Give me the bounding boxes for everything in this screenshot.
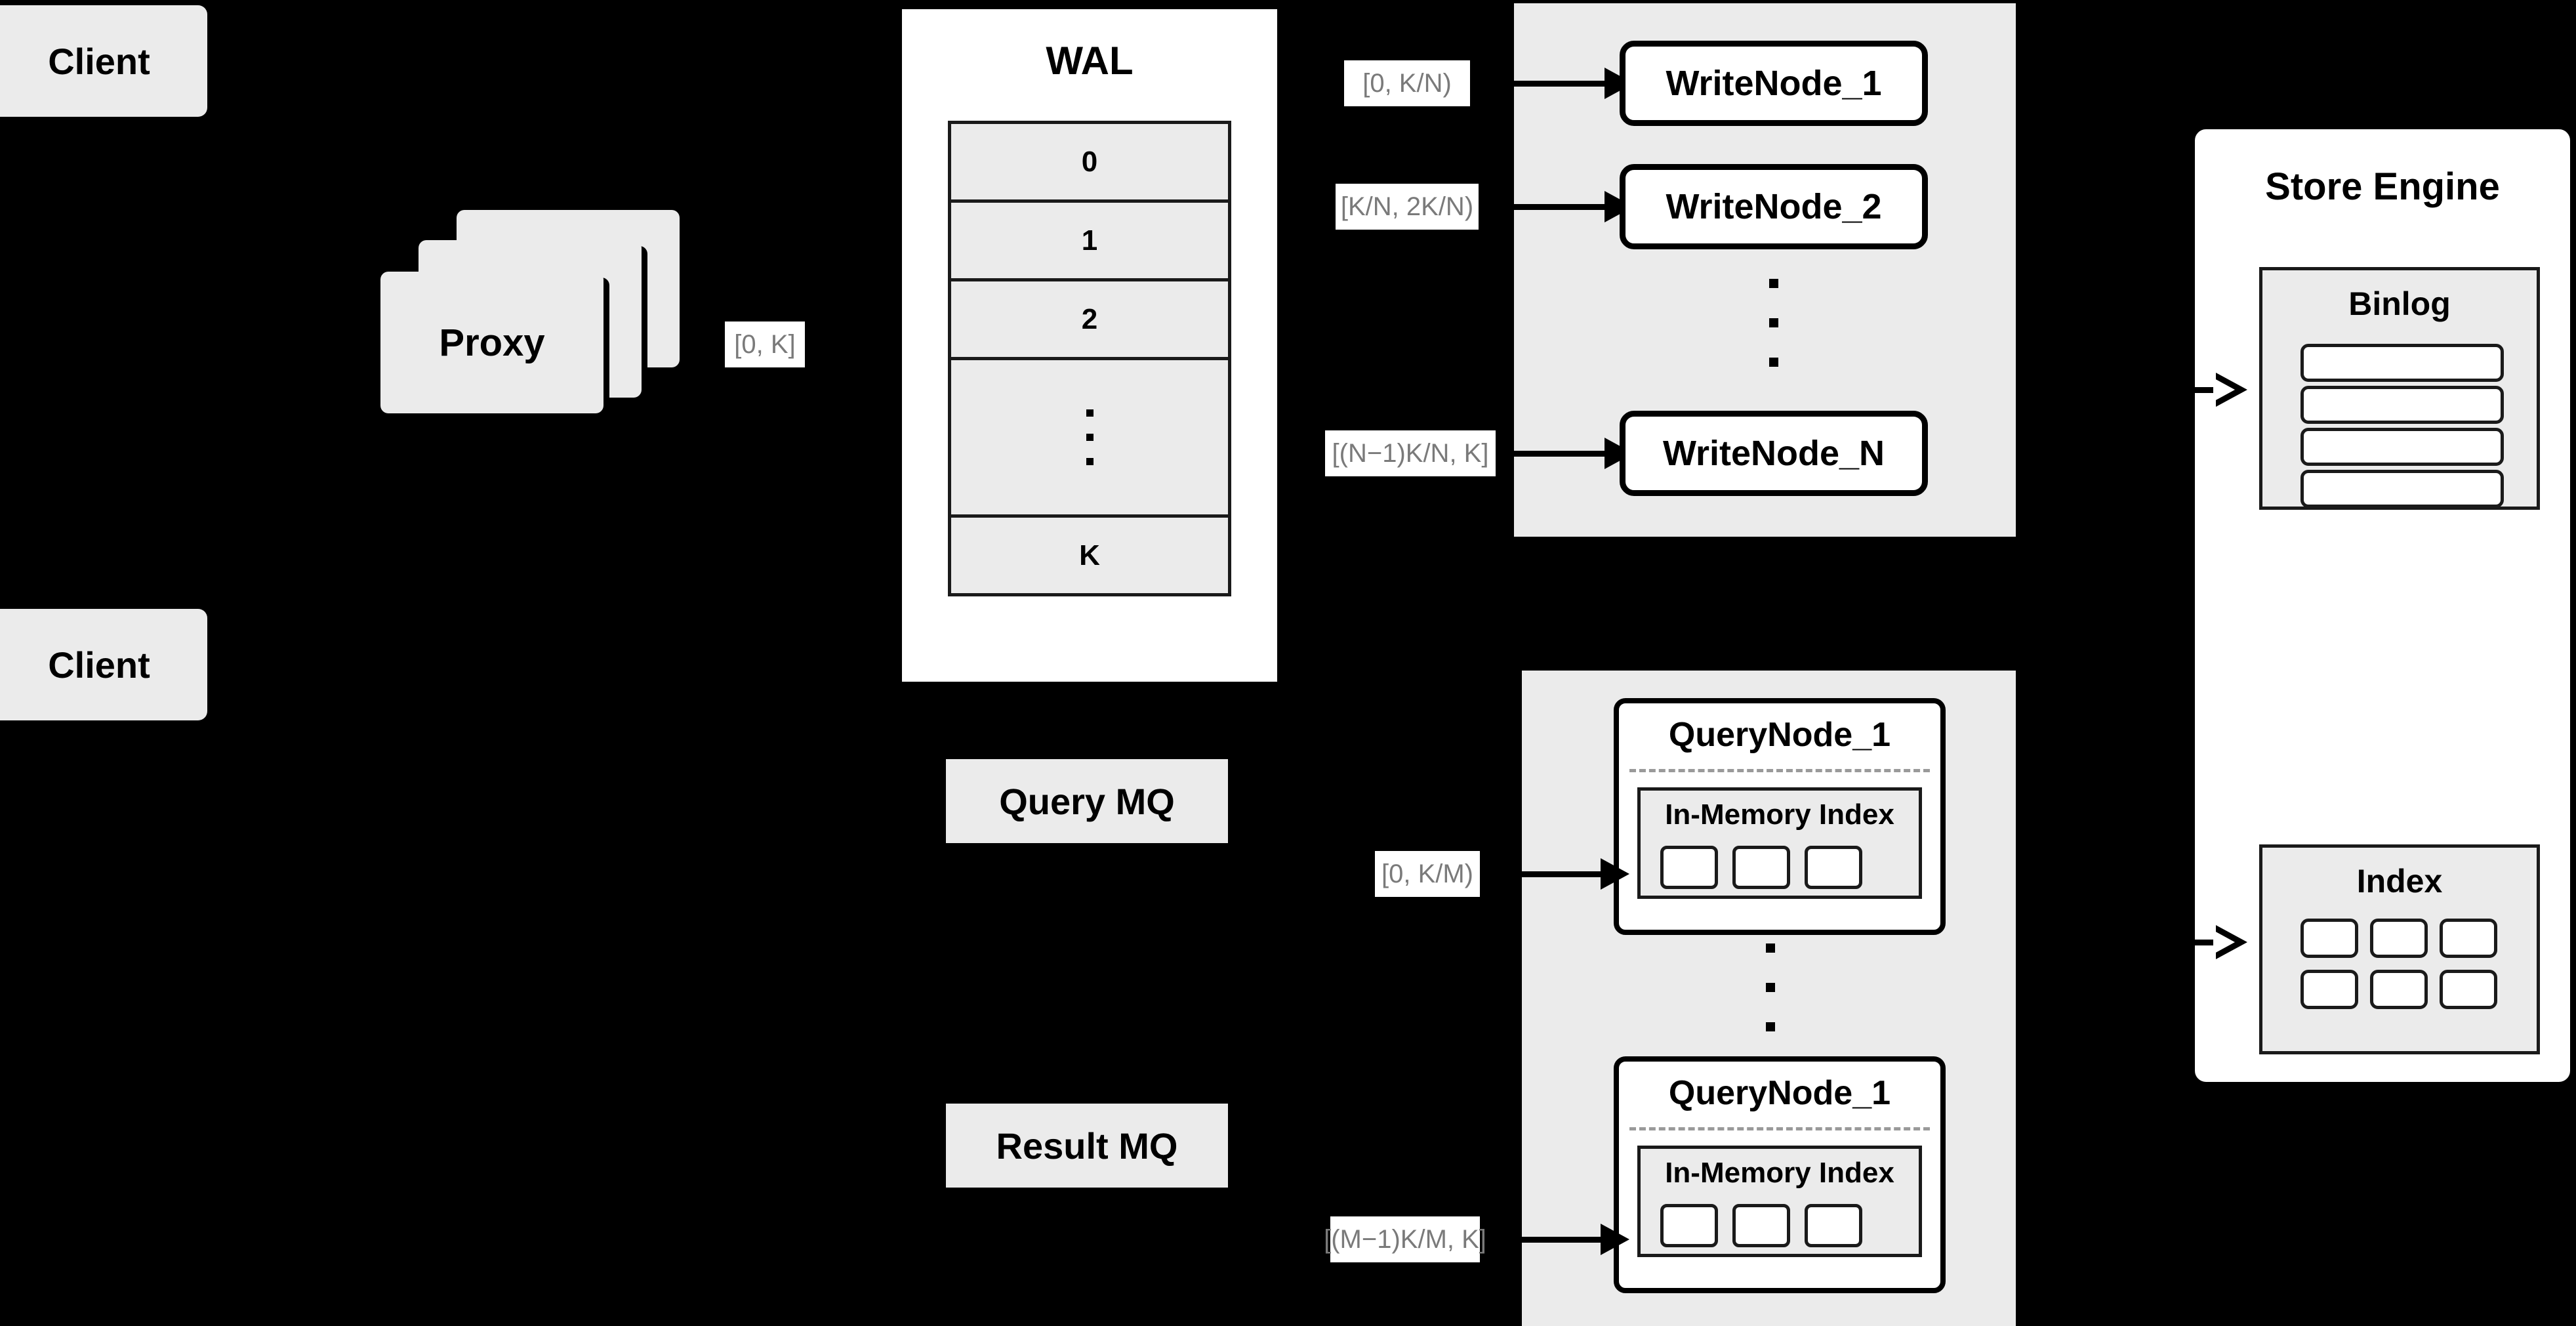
index-slot[interactable] [1805, 846, 1862, 889]
wal-container: WAL 0 1 2 K [896, 3, 1283, 688]
wal-title: WAL [1046, 39, 1134, 83]
index-title: Index [2356, 863, 2443, 900]
query-node-m[interactable]: QueryNode_1 In-Memory Index [1614, 1056, 1946, 1293]
index-slot[interactable] [1732, 846, 1790, 889]
vertical-ellipsis-icon [1086, 409, 1094, 465]
arrow-to-index [2177, 925, 2268, 959]
query-node-1-range-text: [0, K/M) [1381, 859, 1474, 888]
client-node-2[interactable]: Client [0, 609, 207, 720]
query-node-m-range-label: [(M−1)K/M, K] [1324, 1216, 1486, 1262]
in-memory-index-title: In-Memory Index [1665, 1157, 1894, 1189]
index-slot[interactable] [2440, 919, 2497, 958]
store-engine-title: Store Engine [2265, 165, 2500, 208]
write-node-1[interactable]: WriteNode_1 [1620, 41, 1928, 126]
query-node-1-divider [1629, 769, 1930, 772]
write-node-n[interactable]: WriteNode_N [1620, 411, 1928, 496]
query-node-vertical-ellipsis-icon [1766, 943, 1775, 1031]
arrow-to-binlog [2177, 373, 2268, 407]
client-node-1-label: Client [48, 40, 150, 82]
write-node-2[interactable]: WriteNode_2 [1620, 164, 1928, 249]
wal-cell-label: 2 [1081, 302, 1098, 335]
arrow-to-query-node-m [1509, 1224, 1633, 1255]
wal-cell[interactable]: 0 [951, 124, 1228, 203]
write-node-1-range-label: [0, K/N) [1344, 60, 1470, 106]
query-node-m-label: QueryNode_1 [1668, 1074, 1891, 1112]
wal-cell[interactable]: 2 [951, 281, 1228, 360]
binlog-slot[interactable] [2300, 428, 2504, 466]
result-mq-node[interactable]: Result MQ [946, 1104, 1228, 1188]
index-slot[interactable] [2440, 970, 2497, 1009]
proxy-stack[interactable]: Proxy [380, 210, 682, 446]
wal-table: 0 1 2 K [948, 121, 1231, 596]
binlog-panel: Binlog [2259, 267, 2540, 510]
binlog-slot[interactable] [2300, 386, 2504, 424]
store-engine-container: Store Engine Binlog Index [2189, 123, 2576, 1088]
client-node-1[interactable]: Client [0, 5, 207, 117]
index-slot[interactable] [1660, 1204, 1718, 1247]
binlog-slot[interactable] [2300, 344, 2504, 382]
write-node-2-range-text: [K/N, 2K/N) [1340, 192, 1474, 221]
client-node-2-label: Client [48, 644, 150, 686]
wal-cell[interactable]: K [951, 518, 1228, 593]
write-node-1-label: WriteNode_1 [1666, 64, 1882, 103]
binlog-slot[interactable] [2300, 470, 2504, 508]
wal-cell-label: 0 [1081, 145, 1098, 178]
wal-cell-label: 1 [1081, 224, 1098, 257]
proxy-range-text: [0, K] [734, 329, 796, 359]
arrow-to-write-node-n [1502, 438, 1633, 469]
write-node-n-label: WriteNode_N [1662, 434, 1885, 473]
write-node-vertical-ellipsis-icon [1769, 279, 1778, 367]
query-node-1-range-label: [0, K/M) [1375, 851, 1480, 897]
index-slot[interactable] [1732, 1204, 1790, 1247]
write-node-n-range-label: [(N−1)K/N, K] [1325, 430, 1496, 476]
index-slot[interactable] [2370, 919, 2428, 958]
query-node-m-range-text: [(M−1)K/M, K] [1324, 1224, 1486, 1254]
query-node-1[interactable]: QueryNode_1 In-Memory Index [1614, 698, 1946, 935]
proxy-label: Proxy [439, 321, 545, 364]
result-mq-label: Result MQ [996, 1125, 1178, 1167]
arrow-to-write-node-2 [1502, 191, 1633, 222]
arrow-to-write-node-1 [1502, 68, 1633, 99]
query-mq-node[interactable]: Query MQ [946, 759, 1228, 843]
index-slot[interactable] [2300, 970, 2358, 1009]
write-node-2-range-label: [K/N, 2K/N) [1336, 184, 1479, 230]
write-node-1-range-text: [0, K/N) [1362, 68, 1452, 98]
write-node-2-label: WriteNode_2 [1666, 187, 1882, 226]
write-node-n-range-text: [(N−1)K/N, K] [1332, 438, 1489, 468]
query-node-m-in-memory-index: In-Memory Index [1637, 1146, 1922, 1257]
index-slot[interactable] [1805, 1204, 1862, 1247]
index-slot[interactable] [1660, 846, 1718, 889]
index-slot[interactable] [2300, 919, 2358, 958]
binlog-title: Binlog [2348, 285, 2451, 322]
query-node-1-in-memory-index: In-Memory Index [1637, 787, 1922, 899]
proxy-card-front: Proxy [380, 272, 603, 413]
index-panel: Index [2259, 844, 2540, 1054]
wal-cell-label: K [1079, 539, 1100, 571]
in-memory-index-title: In-Memory Index [1665, 798, 1894, 831]
query-mq-label: Query MQ [999, 780, 1175, 822]
wal-cell[interactable]: 1 [951, 203, 1228, 281]
wal-cell-ellipsis [951, 360, 1228, 518]
query-node-m-divider [1629, 1127, 1930, 1130]
proxy-output-range-label: [0, K] [725, 321, 805, 367]
index-slot[interactable] [2370, 970, 2428, 1009]
query-node-1-label: QueryNode_1 [1668, 716, 1891, 754]
arrow-to-query-node-1 [1509, 858, 1633, 890]
